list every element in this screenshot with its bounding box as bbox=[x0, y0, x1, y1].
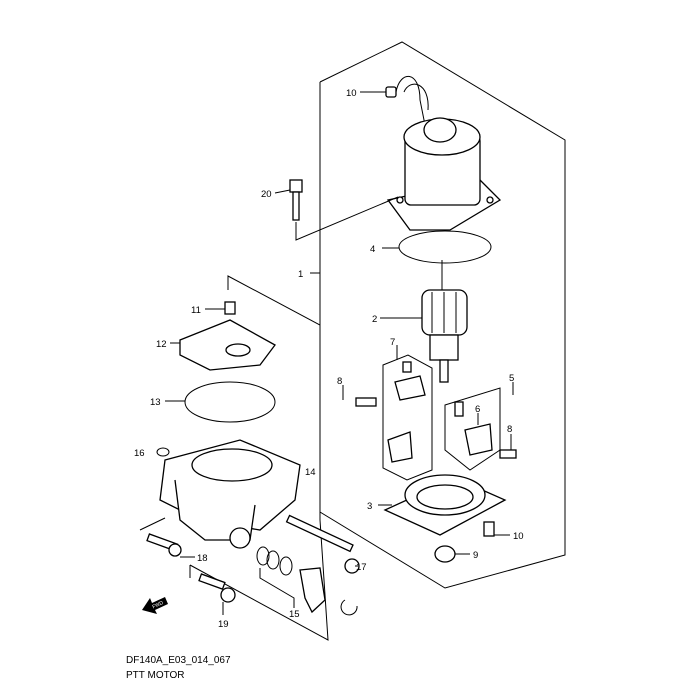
motor-housing bbox=[386, 75, 502, 231]
callout-10b: 10 bbox=[513, 531, 524, 542]
pump-assembly-frame bbox=[189, 275, 329, 641]
bolt-20 bbox=[274, 179, 399, 241]
callout-1: 1 bbox=[298, 269, 303, 280]
callout-11: 11 bbox=[191, 305, 201, 316]
forward-arrow-icon: FWD bbox=[142, 597, 168, 614]
svg-text:FWD: FWD bbox=[152, 600, 165, 610]
end-cap-3 bbox=[378, 474, 507, 536]
bolt-19 bbox=[198, 573, 236, 615]
callout-9: 9 bbox=[473, 550, 478, 561]
pump-body-14 bbox=[159, 439, 301, 549]
spring-8-right bbox=[499, 434, 517, 459]
seal-set-15 bbox=[256, 546, 358, 616]
callout-13: 13 bbox=[150, 397, 161, 408]
callout-7: 7 bbox=[390, 337, 395, 348]
armature-2 bbox=[380, 289, 468, 383]
callout-3: 3 bbox=[367, 501, 372, 512]
callout-18: 18 bbox=[197, 553, 208, 564]
callout-12: 12 bbox=[156, 339, 167, 350]
brush-holder-7 bbox=[382, 345, 433, 481]
seal-9 bbox=[434, 545, 470, 563]
callout-20: 20 bbox=[261, 189, 272, 200]
callout-16: 16 bbox=[134, 448, 145, 459]
o-ring-16 bbox=[156, 447, 170, 457]
diagram-code: DF140A_E03_014_067 bbox=[126, 655, 231, 666]
callout-10: 10 bbox=[346, 88, 357, 99]
screw-11 bbox=[224, 301, 236, 315]
rod-17 bbox=[285, 514, 360, 574]
callout-14: 14 bbox=[305, 467, 316, 478]
callout-19: 19 bbox=[218, 619, 229, 630]
callout-8: 8 bbox=[337, 376, 342, 387]
callout-17: 17 bbox=[356, 562, 367, 573]
screw-10-top bbox=[360, 86, 397, 98]
screw-10-bottom bbox=[483, 521, 510, 537]
callout-6: 6 bbox=[475, 404, 480, 415]
diagram-title: PTT MOTOR bbox=[126, 670, 185, 681]
callout-2: 2 bbox=[372, 314, 377, 325]
cover-12 bbox=[170, 319, 276, 371]
o-ring-13 bbox=[184, 381, 276, 423]
callout-5: 5 bbox=[509, 373, 514, 384]
bolt-18 bbox=[139, 517, 195, 558]
spring-8-left bbox=[342, 385, 377, 407]
o-ring-4 bbox=[398, 230, 492, 264]
callout-15: 15 bbox=[289, 609, 300, 620]
callout-8b: 8 bbox=[507, 424, 512, 435]
brush-holder-5 bbox=[444, 382, 514, 471]
callout-4: 4 bbox=[370, 244, 375, 255]
